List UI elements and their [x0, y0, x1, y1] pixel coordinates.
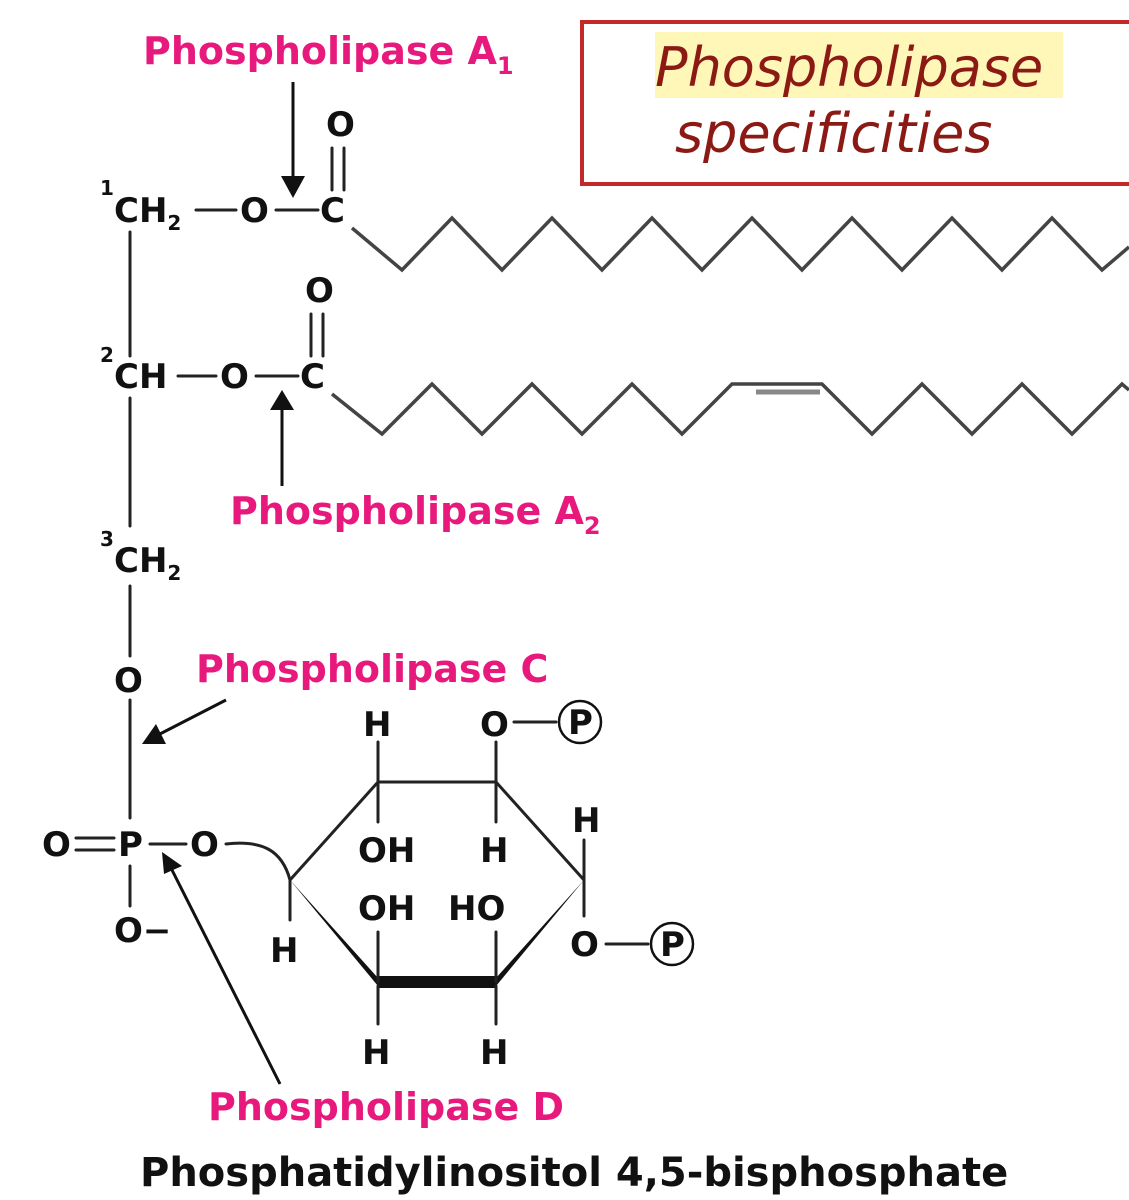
phospholipase-d-label: Phospholipase D [208, 1085, 564, 1129]
phospholipase-a1-label: Phospholipase A1 [143, 29, 514, 80]
phosphate-symbol-4: P [568, 703, 593, 743]
fatty-acid-chain-1 [350, 215, 1129, 273]
c1-group: CH2 [114, 191, 181, 235]
ring-o-right: O [570, 925, 599, 965]
ring-h-right-up: H [572, 801, 600, 841]
c3-number: 3 [100, 527, 114, 551]
arrow-d [170, 869, 282, 1085]
ring-ho-lower: HO [448, 889, 505, 929]
ester1-carbon: C [320, 191, 345, 231]
ring-h-bottom-right: H [480, 1033, 508, 1073]
phospholipase-c: Phospholipase C [142, 647, 548, 744]
arrow-c-head [142, 724, 166, 744]
phosphate-ester-oxygen: O [190, 825, 219, 865]
molecule-caption: Phosphatidylinositol 4,5-bisphosphate [140, 1150, 1008, 1196]
title-line-2: specificities [675, 102, 992, 165]
ring-h-inner-right: H [480, 831, 508, 871]
phospholipase-a2: Phospholipase A2 [230, 390, 601, 540]
phospholipase-d: Phospholipase D [162, 852, 564, 1129]
glycerol-phosphate-oxygen: O [114, 661, 143, 701]
title-line-1: Phospholipase [655, 36, 1043, 99]
glycerol-c3: 3 CH2 [100, 527, 181, 585]
ring-o-top-right: O [480, 705, 509, 745]
ester2-carbon: C [300, 357, 325, 397]
arrow-a1-head [281, 176, 305, 198]
arrow-a2-head [270, 390, 294, 410]
c3-group: CH2 [114, 541, 181, 585]
ring-h-top-left: H [363, 705, 391, 745]
c2-group: CH [114, 357, 167, 397]
phospholipase-a1: Phospholipase A1 [143, 29, 514, 198]
c1-number: 1 [100, 176, 114, 200]
glycerol-c2: 2 CH O C O [100, 271, 1129, 437]
phosphate-circle-5 [649, 921, 695, 967]
ring-h-left: H [270, 931, 298, 971]
link-to-inositol [224, 841, 292, 882]
phosphate-anion-oxygen: O− [114, 911, 171, 951]
inositol-ring: H OH O P H H O P H OH H HO H [270, 699, 695, 1073]
fatty-acid-chain-2 [330, 381, 1129, 437]
ester1-carbonyl-oxygen: O [326, 105, 355, 145]
phosphate-group: O P O O− [42, 825, 292, 951]
ring-oh-lower: OH [358, 889, 415, 929]
phosphate-symbol-5: P [660, 925, 685, 965]
phosphorus: P [118, 825, 143, 865]
title-highlight [655, 32, 1063, 98]
phosphate-circle-4 [557, 699, 603, 745]
phospholipase-c-label: Phospholipase C [196, 647, 548, 691]
title-box: Phospholipase specificities [580, 20, 1129, 186]
phospholipase-a2-label: Phospholipase A2 [230, 489, 601, 540]
ester2-carbonyl-oxygen: O [305, 271, 334, 311]
ring-oh-upper: OH [358, 831, 415, 871]
arrow-d-head [162, 852, 182, 874]
arrow-c [155, 698, 227, 738]
glycerol-c1: 1 CH2 O C O [100, 105, 1129, 273]
ester2-oxygen: O [220, 357, 249, 397]
ring-h-bottom-left: H [362, 1033, 390, 1073]
c2-number: 2 [100, 343, 114, 367]
ester1-oxygen: O [240, 191, 269, 231]
phosphate-double-oxygen: O [42, 825, 71, 865]
